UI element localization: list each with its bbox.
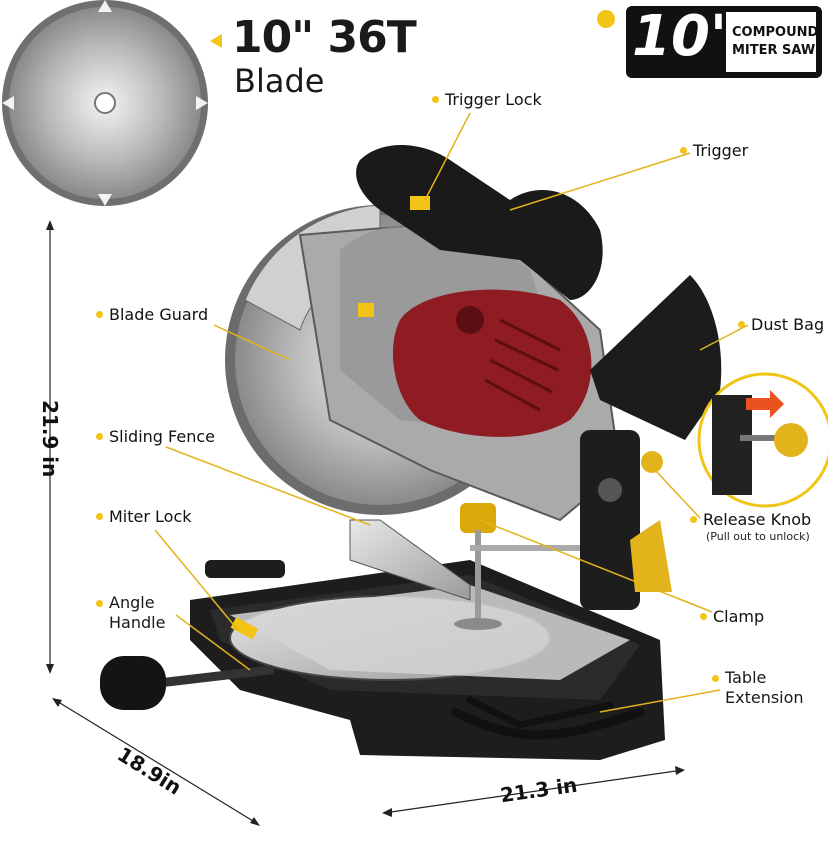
callout-label: Trigger [693, 141, 749, 160]
callout-label: Miter Lock [109, 507, 192, 526]
badge [597, 6, 822, 78]
badge-line-1: COMPOUND [732, 25, 819, 40]
leader-lines [154, 112, 749, 713]
release-knob-inset [697, 372, 828, 508]
callout-dot [96, 433, 103, 440]
callout-dot [712, 674, 719, 682]
dimension-height: 21.9 in [38, 400, 62, 478]
callout-sliding-fence: Sliding Fence [96, 427, 215, 446]
callout-label-line-2: Extension [725, 688, 804, 707]
callout-release-knob: Release Knob [690, 510, 811, 529]
callout-label: Angle [109, 593, 155, 612]
callout-dot [700, 613, 707, 620]
callout-dot [96, 513, 103, 520]
callout-trigger-lock: Trigger Lock [432, 90, 542, 109]
angle-handle [100, 617, 275, 710]
callout-blade-guard: Blade Guard [96, 305, 208, 324]
callout-table-extension: Table Extension [712, 668, 804, 708]
callout-miter-lock: Miter Lock [96, 507, 192, 526]
callout-clamp: Clamp [700, 607, 764, 626]
callout-label: Blade Guard [109, 305, 209, 324]
badge-type: COMPOUND MITER SAW [732, 24, 818, 60]
callout-label: Dust Bag [751, 315, 825, 334]
callout-label: Release Knob [703, 510, 812, 529]
sliding-fence-plate [349, 519, 471, 601]
callout-dot [690, 516, 697, 523]
callout-label: Sliding Fence [109, 427, 215, 446]
callout-dot [680, 147, 687, 154]
release-knob-assembly [580, 430, 672, 610]
blade-word-label: Blade [234, 62, 325, 100]
release-knob-note: (Pull out to unlock) [706, 530, 810, 543]
callout-label: Trigger Lock [445, 90, 542, 109]
callout-dot [96, 311, 103, 318]
callout-dot [432, 96, 439, 103]
callout-dot [96, 599, 103, 607]
callout-angle-handle: Angle Handle [96, 593, 165, 633]
callout-dust-bag: Dust Bag [738, 315, 824, 334]
blade-thumbnail [2, 0, 208, 206]
blade-size-label: 10" 36T [232, 12, 417, 63]
motor [392, 289, 592, 437]
dimension-lines [46, 220, 685, 826]
callout-trigger: Trigger [680, 141, 748, 160]
callout-label-line-2: Handle [109, 613, 166, 632]
clamp [454, 503, 585, 630]
badge-size: 10" [632, 4, 740, 69]
saw-base [190, 560, 665, 760]
callout-dot [738, 321, 745, 328]
dust-bag [590, 275, 722, 440]
callout-label: Table [725, 668, 767, 687]
callout-label: Clamp [713, 607, 765, 626]
badge-line-2: MITER SAW [732, 43, 816, 58]
blade-pointer-arrow [210, 34, 222, 48]
